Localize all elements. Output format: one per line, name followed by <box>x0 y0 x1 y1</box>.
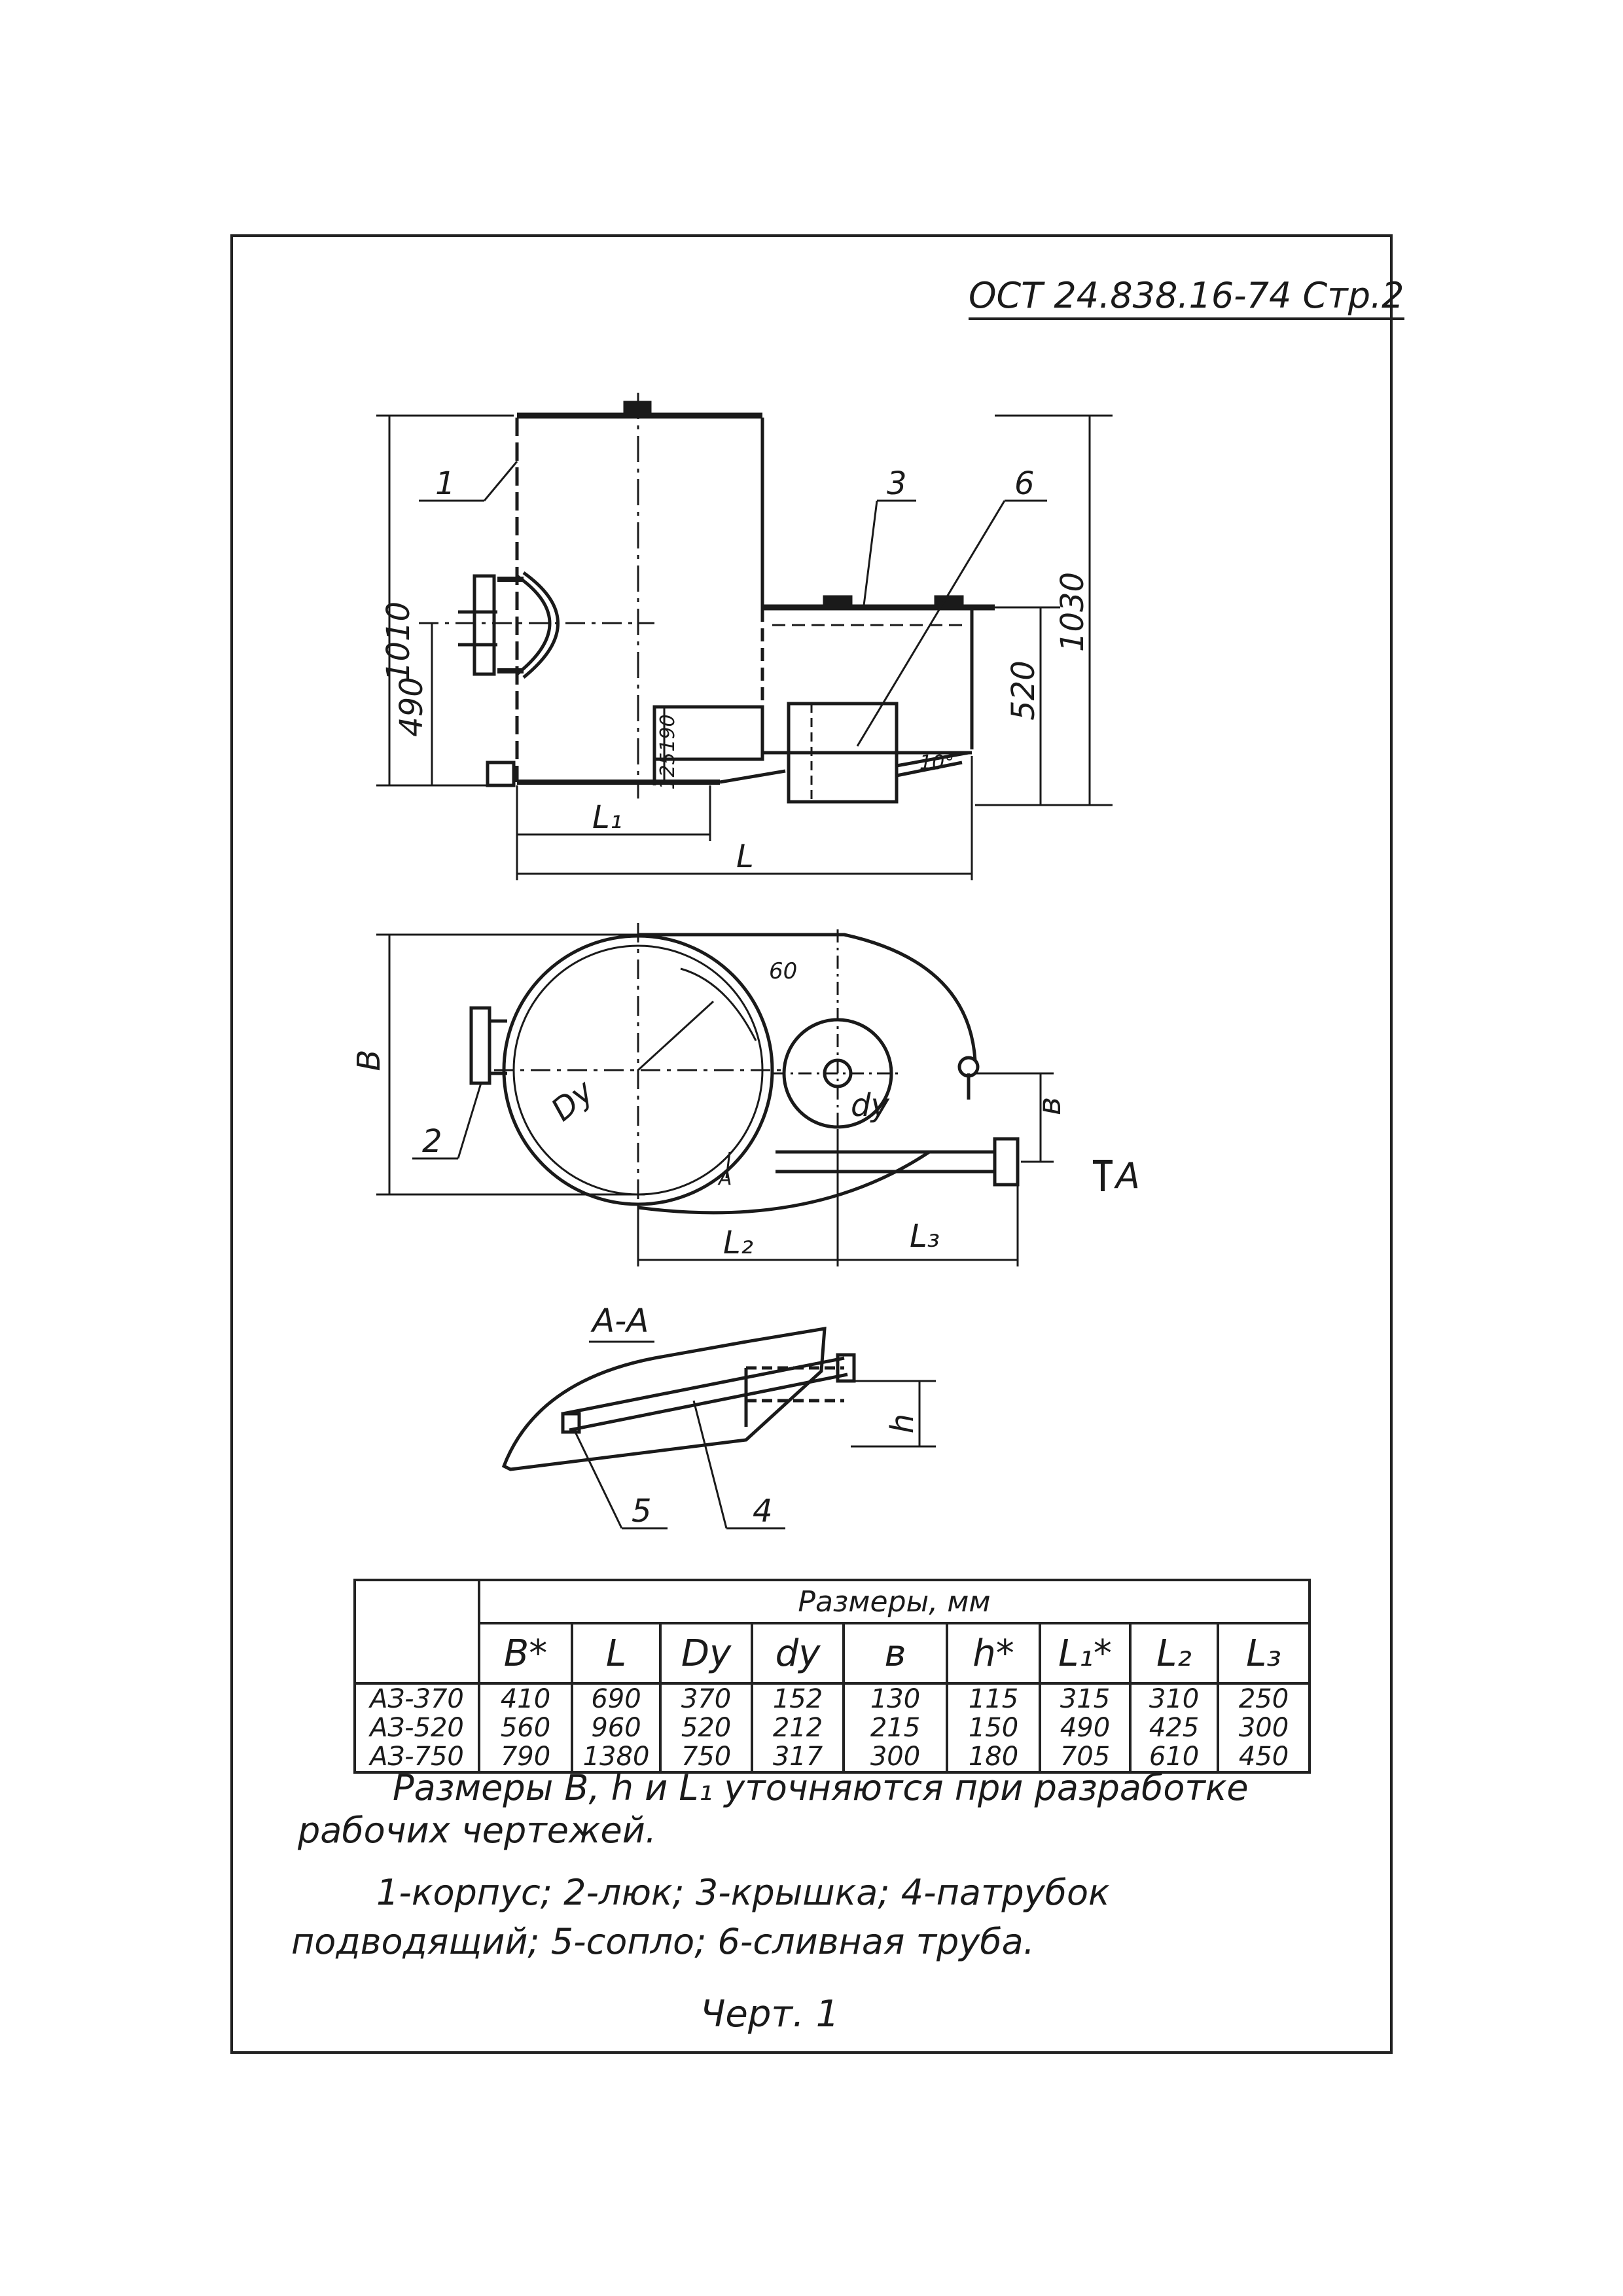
callout-4: 4 <box>753 1493 773 1530</box>
dim-L: L <box>736 838 754 875</box>
value-cell: 212 <box>751 1713 845 1742</box>
dim-1030: 1030 <box>1054 572 1091 652</box>
document-reference: ОСТ 24.838.16-74 Стр.2 <box>969 275 1404 320</box>
column-header: L₃ <box>1217 1622 1311 1685</box>
section-title: А-А <box>590 1302 649 1340</box>
value-cell: 250 <box>1217 1683 1311 1713</box>
section-a-a <box>501 1327 936 1530</box>
value-cell: 750 <box>659 1742 753 1774</box>
value-cell: 1380 <box>571 1742 662 1774</box>
value-cell: 115 <box>946 1683 1041 1713</box>
dim-1010: 1010 <box>380 601 417 681</box>
legend-line-1: 1-корпус; 2-люк; 3-крышка; 4-патрубок <box>376 1872 1110 1913</box>
drawing-sheet-frame <box>230 234 1393 2054</box>
dim-L3: L₃ <box>910 1218 940 1255</box>
dim-125: 125 <box>656 752 679 789</box>
value-cell: 180 <box>946 1742 1041 1774</box>
elevation-view <box>376 393 1113 880</box>
model-cell: АЗ-750 <box>353 1742 480 1774</box>
model-cell: АЗ-520 <box>353 1713 480 1742</box>
dim-h: h <box>884 1414 921 1433</box>
value-cell: 130 <box>842 1683 948 1713</box>
value-cell: 310 <box>1129 1683 1219 1713</box>
legend-line-2: подводящий; 5-сопло; 6-сливная труба. <box>291 1921 1035 1962</box>
column-header: h* <box>946 1622 1041 1685</box>
value-cell: 317 <box>751 1742 845 1774</box>
callout-5: 5 <box>632 1493 652 1530</box>
remark-line-1: Размеры В, h и L₁ уточняются при разрабо… <box>393 1767 1249 1808</box>
value-cell: 610 <box>1129 1742 1219 1774</box>
value-cell: 960 <box>571 1713 662 1742</box>
value-cell: 215 <box>842 1713 948 1742</box>
table-caption: Размеры, мм <box>478 1579 1311 1624</box>
column-header: L₁* <box>1039 1622 1132 1685</box>
plan-view <box>376 923 1113 1266</box>
value-cell: 152 <box>751 1683 845 1713</box>
section-mark-a: А <box>1114 1155 1140 1196</box>
column-header: dy <box>751 1622 845 1685</box>
value-cell: 450 <box>1217 1742 1311 1774</box>
remark-line-2: рабочих чертежей. <box>298 1810 657 1851</box>
value-cell: 790 <box>478 1742 573 1774</box>
value-cell: 560 <box>478 1713 573 1742</box>
dim-520: 520 <box>1005 660 1042 721</box>
section-mark-a-small: А <box>717 1167 732 1190</box>
column-header: в <box>842 1622 948 1685</box>
label-Dy: Dy <box>544 1073 601 1128</box>
callout-2: 2 <box>422 1123 442 1160</box>
model-cell: АЗ-370 <box>353 1683 480 1713</box>
value-cell: 705 <box>1039 1742 1132 1774</box>
callout-3: 3 <box>887 465 907 502</box>
value-cell: 690 <box>571 1683 662 1713</box>
value-cell: 370 <box>659 1683 753 1713</box>
value-cell: 300 <box>842 1742 948 1774</box>
column-header: Dy <box>659 1622 753 1685</box>
value-cell: 410 <box>478 1683 573 1713</box>
dim-190: 190 <box>656 714 679 751</box>
figure-label: Черт. 1 <box>700 1993 840 2036</box>
callout-6: 6 <box>1014 465 1035 502</box>
dim-L2: L₂ <box>723 1225 753 1261</box>
column-header: В* <box>478 1622 573 1685</box>
label-60: 60 <box>769 958 797 984</box>
dim-b: в <box>1031 1097 1068 1115</box>
value-cell: 150 <box>946 1713 1041 1742</box>
dim-L1: L₁ <box>592 799 622 836</box>
value-cell: 315 <box>1039 1683 1132 1713</box>
callout-1: 1 <box>435 465 455 502</box>
column-header: L₂ <box>1129 1622 1219 1685</box>
label-dy: dy <box>851 1087 889 1124</box>
value-cell: 300 <box>1217 1713 1311 1742</box>
value-cell: 520 <box>659 1713 753 1742</box>
angle-10-deg: 10° <box>919 751 954 774</box>
dim-B: В <box>351 1050 387 1071</box>
value-cell: 425 <box>1129 1713 1219 1742</box>
dim-490: 490 <box>393 677 430 737</box>
column-header: L <box>571 1622 662 1685</box>
value-cell: 490 <box>1039 1713 1132 1742</box>
model-header-cell <box>353 1579 480 1685</box>
